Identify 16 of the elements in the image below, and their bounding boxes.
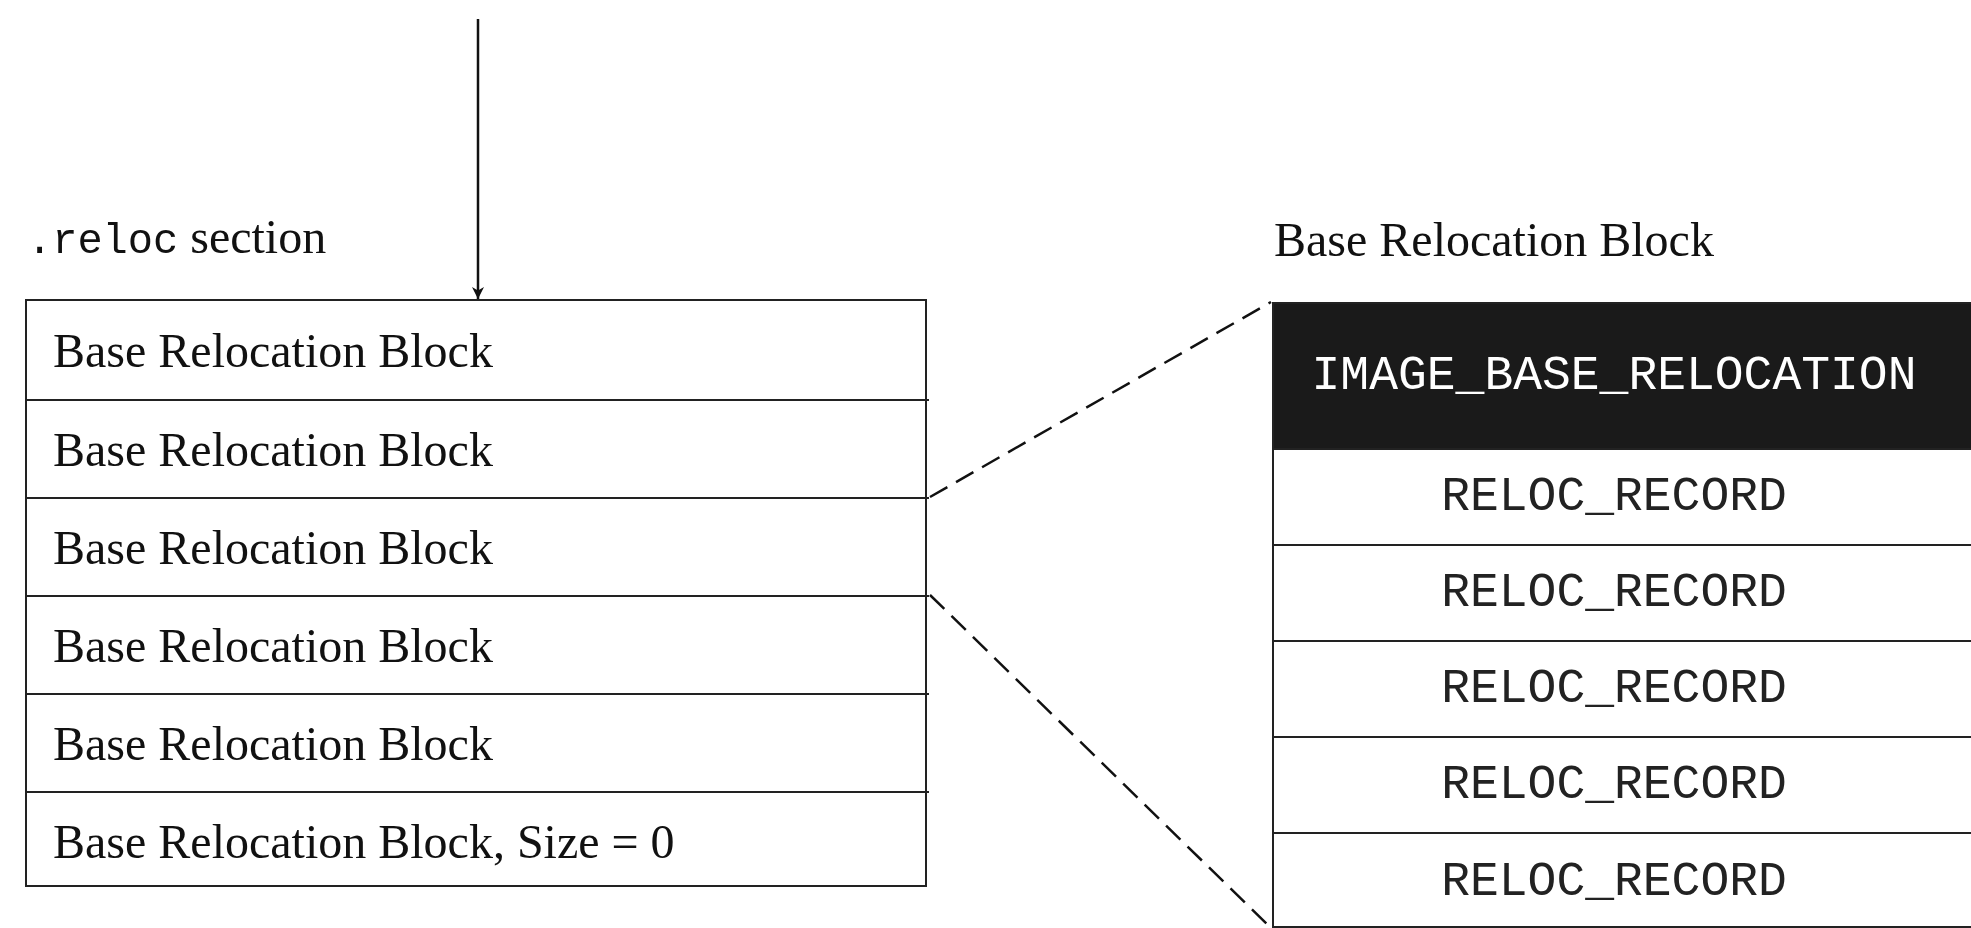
header-text: IMAGE_BASE_RELOCATION [1311, 349, 1917, 403]
row-text: RELOC_RECORD [1441, 566, 1787, 620]
row-text: RELOC_RECORD [1441, 855, 1787, 909]
dashed-line [929, 300, 1272, 499]
row-text: RELOC_RECORD [1441, 758, 1787, 812]
row-text: Base Relocation Block [53, 715, 493, 771]
row-text: RELOC_RECORD [1441, 470, 1787, 524]
row-text: Base Relocation Block, Size = 0 [53, 813, 675, 869]
row-text: Base Relocation Block [53, 322, 493, 378]
row-text: Base Relocation Block [53, 519, 493, 575]
row-text: Base Relocation Block [53, 617, 493, 673]
row-text: Base Relocation Block [53, 421, 493, 477]
table-heading: Base Relocation Block [1274, 212, 1714, 267]
arrow [472, 19, 484, 299]
table-heading: .reloc section [27, 209, 327, 266]
row-text: RELOC_RECORD [1441, 662, 1787, 716]
